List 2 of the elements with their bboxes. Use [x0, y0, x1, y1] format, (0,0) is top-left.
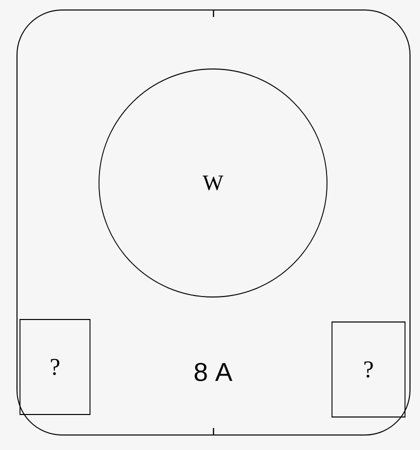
square-box: ?	[20, 319, 90, 415]
square-box: ?	[332, 322, 406, 418]
